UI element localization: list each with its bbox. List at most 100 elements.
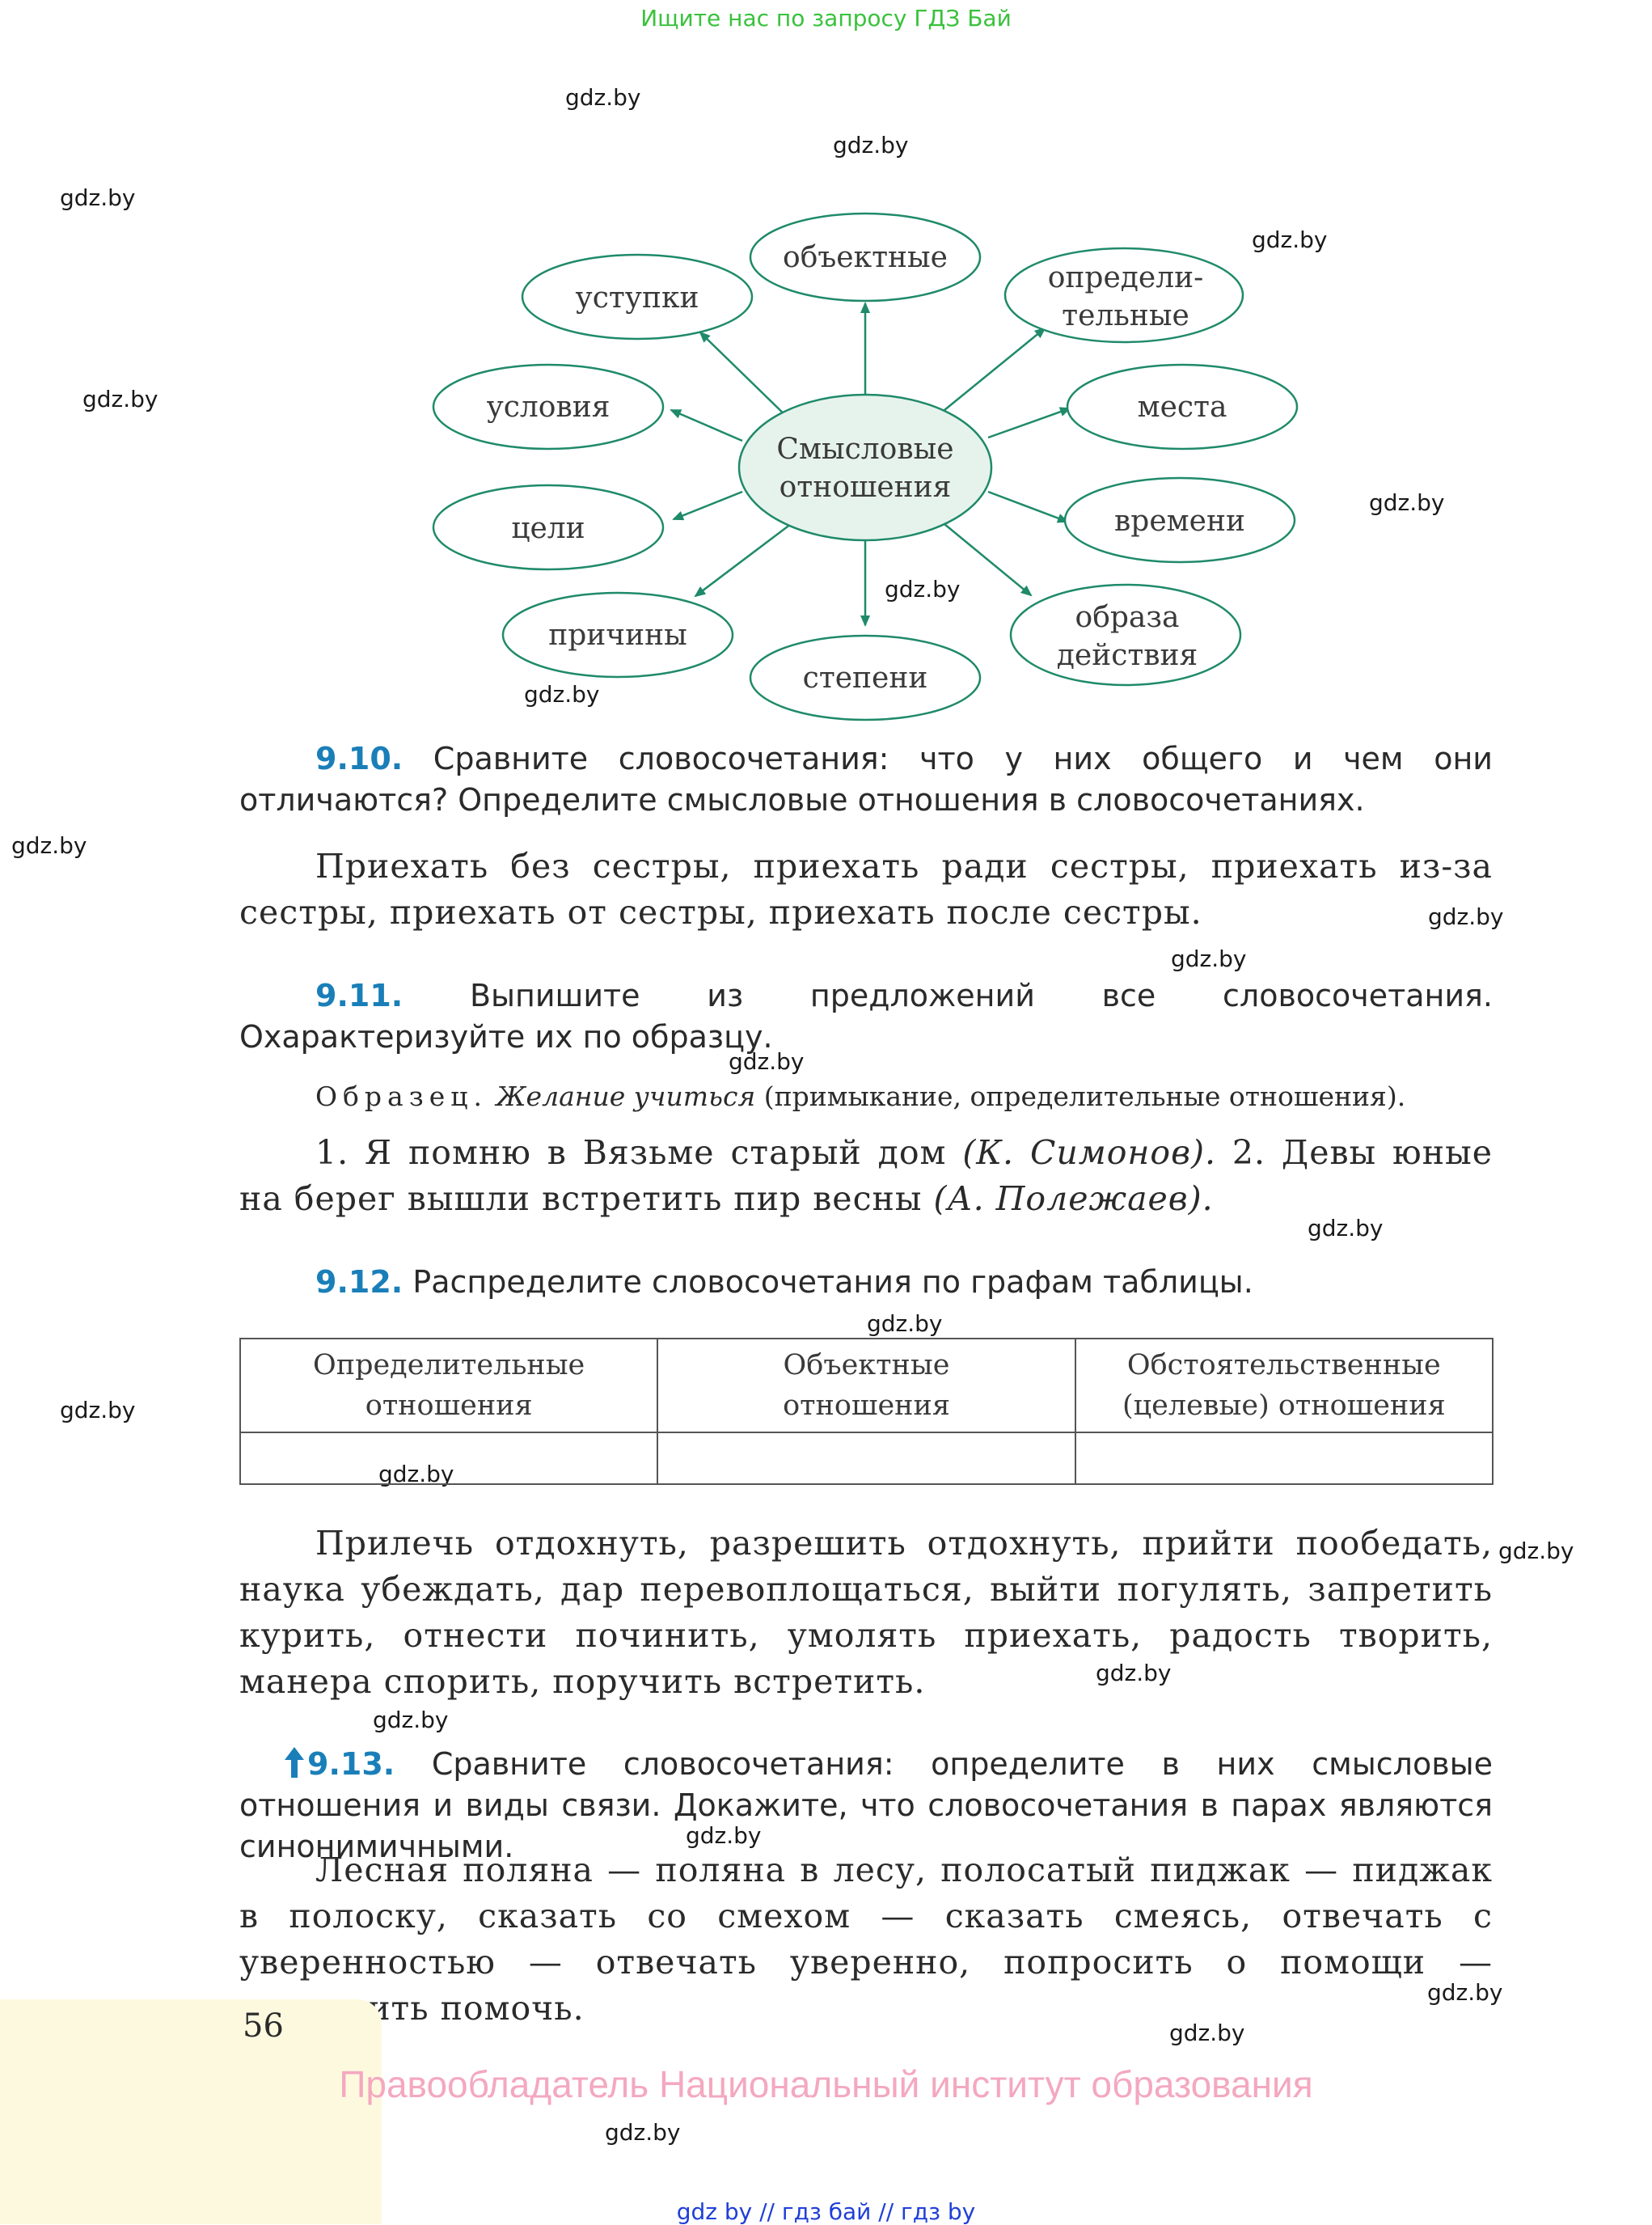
node-label-place: места <box>1138 391 1227 424</box>
task-text: Сравните словосочетания: определите в ни… <box>239 1746 1493 1864</box>
task-text: Распределите словосочетания по графам та… <box>412 1264 1253 1300</box>
node-ellipse <box>1063 476 1296 564</box>
watermark: gdz.by <box>1169 2020 1245 2046</box>
table-header-cell: Обстоятельственные (целевые) отношения <box>1074 1338 1494 1433</box>
diagram-arrow <box>944 523 1033 597</box>
watermark: gdz.by <box>524 681 600 708</box>
watermark: gdz.by <box>82 386 158 412</box>
center-ellipse <box>737 393 993 542</box>
diagram-arrow <box>987 407 1071 439</box>
task-number: 9.11. <box>315 978 403 1013</box>
task-9-11-sentences: 1. Я помню в Вязьме старый дом (К. Симон… <box>239 1130 1493 1222</box>
sentence-text: Девы юные на берег вышли встретить пир в… <box>239 1133 1493 1218</box>
task-text: Сравните словосочетания: что у них общег… <box>239 741 1493 818</box>
diagram-arrow <box>987 490 1069 523</box>
diagram-arrow <box>672 490 743 521</box>
watermark: gdz.by <box>373 1707 449 1733</box>
sample-note: (примыкание, определительные отношения). <box>763 1081 1406 1112</box>
watermark: gdz.by <box>605 2119 681 2146</box>
node-ellipse <box>432 484 665 571</box>
watermark: gdz.by <box>11 832 87 859</box>
task-text: Выпишите из предложений все словосочетан… <box>239 978 1493 1055</box>
watermark: gdz.by <box>1308 1215 1384 1242</box>
table-empty-cell[interactable] <box>1074 1432 1494 1485</box>
center-label: Смысловые <box>776 433 953 466</box>
header-line: Обстоятельственные <box>1126 1349 1441 1381</box>
table-header-cell: Определительные отношения <box>239 1338 659 1433</box>
page-number-tab <box>0 1999 382 2224</box>
task-9-10-instruction: 9.10. Сравните словосочетания: что у них… <box>239 738 1493 821</box>
node-label-degree: степени <box>803 662 928 695</box>
task-9-13-instruction: 9.13. Сравните словосочетания: определит… <box>239 1744 1493 1868</box>
node-ellipse <box>432 363 665 450</box>
node-label-concession: уступки <box>576 281 699 315</box>
watermark: gdz.by <box>1498 1538 1574 1564</box>
watermark: gdz.by <box>729 1048 805 1075</box>
diagram-arrow <box>944 327 1046 411</box>
task-9-10-phrases: Приехать без сестры, приехать ради сестр… <box>239 847 1493 932</box>
watermark: gdz.by <box>1427 1979 1503 2006</box>
node-label-objective: объектные <box>783 241 948 274</box>
node-label-attributive: тельные <box>1062 299 1189 332</box>
diagram-arrow <box>699 331 792 421</box>
node-label-manner: действия <box>1057 639 1198 672</box>
watermark: gdz.by <box>867 1310 943 1337</box>
sentence-number: 2. <box>1232 1133 1265 1172</box>
node-label-time: времени <box>1114 505 1245 538</box>
task-9-13-phrases: Лесная поляна — поляна в лесу, полосатый… <box>239 1851 1493 2028</box>
node-ellipse <box>1009 583 1242 687</box>
node-label-attributive: определи- <box>1048 261 1204 294</box>
header-line: (целевые) отношения <box>1122 1390 1446 1422</box>
task-9-11-instruction: 9.11. Выпишите из предложений все словос… <box>239 975 1493 1058</box>
task-number: 9.10. <box>315 741 403 776</box>
sentence-number: 1. <box>315 1133 349 1172</box>
header-line: отношения <box>783 1390 950 1422</box>
watermark: gdz.by <box>1428 903 1504 930</box>
watermark: gdz.by <box>60 184 136 211</box>
watermark: gdz.by <box>686 1822 762 1849</box>
node-ellipse <box>1066 363 1299 450</box>
node-label-purpose: цели <box>511 512 585 545</box>
header-line: Определительные <box>313 1349 585 1381</box>
task-number: 9.12. <box>315 1264 403 1300</box>
center-label: отношения <box>780 471 952 504</box>
node-ellipse <box>749 634 982 721</box>
node-ellipse <box>501 591 734 679</box>
header-line: Объектные <box>783 1349 950 1381</box>
table-empty-cell[interactable] <box>239 1432 659 1485</box>
table-empty-cell[interactable] <box>657 1432 1076 1485</box>
watermark: gdz.by <box>833 132 909 159</box>
node-ellipse <box>1003 247 1244 344</box>
table-header-cell: Объектные отношения <box>657 1338 1076 1433</box>
footer-links[interactable]: gdz by // гдз бай // гдз by <box>676 2198 976 2225</box>
sentence-text: Я помню в Вязьме старый дом <box>365 1133 947 1172</box>
diagram-arrow <box>694 523 792 598</box>
top-banner[interactable]: Ищите нас по запросу ГДЗ Бай <box>640 5 1012 32</box>
watermark: gdz.by <box>885 576 961 603</box>
sample-label: Образец. <box>315 1081 488 1112</box>
watermark: gdz.by <box>1369 489 1445 516</box>
sentence-author: (А. Полежаев). <box>933 1179 1214 1218</box>
semantic-relations-diagram: Смысловые отношения объектные уступки оп… <box>432 212 1299 721</box>
page-number: 56 <box>243 2007 284 2045</box>
node-ellipse <box>521 253 754 341</box>
sample-phrase: Желание учиться <box>496 1081 756 1112</box>
watermark: gdz.by <box>1171 945 1247 972</box>
watermark: gdz.by <box>1096 1660 1172 1686</box>
sentence-author: (К. Симонов). <box>962 1133 1216 1172</box>
copyright-notice: Правообладатель Национальный институт об… <box>339 2063 1313 2105</box>
node-label-cause: причины <box>548 619 687 652</box>
watermark: gdz.by <box>60 1397 136 1423</box>
task-9-12-phrases: Прилечь отдохнуть, разрешить отдохнуть, … <box>239 1524 1493 1701</box>
arrow-up-icon <box>285 1747 304 1778</box>
node-label-condition: условия <box>487 391 611 424</box>
watermark: gdz.by <box>1252 226 1328 253</box>
relations-table: Определительные отношения Объектные отно… <box>239 1338 1494 1485</box>
watermark: gdz.by <box>565 84 641 111</box>
diagram-arrow <box>670 408 743 442</box>
node-ellipse <box>749 212 982 302</box>
task-9-11-sample: Образец. Желание учиться (примыкание, оп… <box>315 1079 1493 1115</box>
header-line: отношения <box>365 1390 533 1422</box>
task-9-12-instruction: 9.12. Распределите словосочетания по гра… <box>239 1262 1493 1303</box>
task-number: 9.13. <box>307 1746 395 1782</box>
